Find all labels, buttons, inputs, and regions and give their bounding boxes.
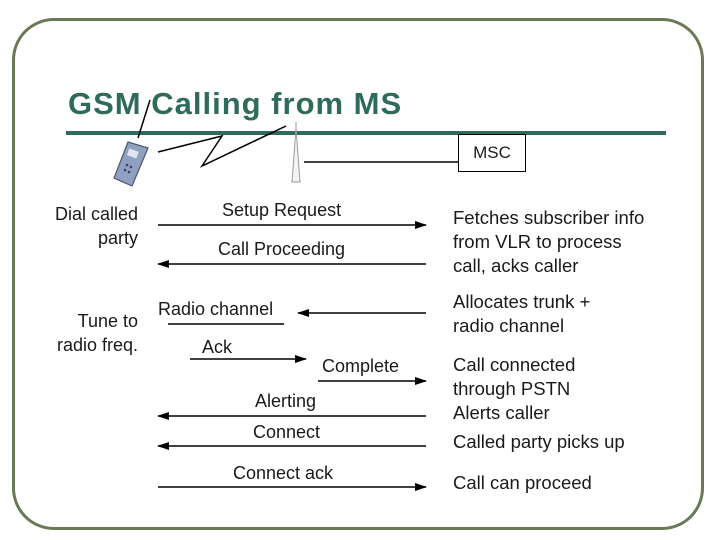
note-allocates-line-1: Allocates trunk + [453, 291, 591, 312]
msg-radio-channel: Radio channel [158, 299, 274, 319]
msg-connect-ack: Connect ack [233, 463, 334, 483]
msg-connect: Connect [253, 422, 321, 442]
tune-radio-freq-line-1: Tune to [77, 311, 138, 331]
slide-frame [12, 18, 704, 530]
note-call-can-proceed: Call can proceed [453, 472, 592, 493]
note-allocates-line-2: radio channel [453, 315, 565, 336]
note-connected-line-3: Alerts caller [453, 402, 550, 423]
msg-ack: Ack [202, 337, 233, 357]
page-title: GSM Calling from MS [68, 86, 403, 121]
antenna-tower-icon [291, 122, 301, 183]
note-connected-line-1: Call connected [453, 354, 576, 375]
tune-radio-freq-line-2: radio freq. [56, 335, 138, 355]
note-fetches-line-3: call, acks caller [453, 255, 579, 276]
note-call-connected: Call connected through PSTN Alerts calle… [453, 353, 625, 454]
msg-setup-request: Setup Request [222, 200, 342, 220]
dial-called-party-line-1: Dial called [54, 204, 138, 224]
msc-box: MSC [458, 134, 526, 172]
note-allocates-trunk: Allocates trunk + radio channel [453, 290, 590, 338]
note-fetches-line-1: Fetches subscriber info [453, 207, 645, 228]
title-underline [66, 131, 666, 135]
msg-call-proceeding: Call Proceeding [218, 239, 346, 259]
msg-alerting: Alerting [255, 391, 317, 411]
radio-link-zigzag [157, 125, 287, 168]
dial-called-party-line-2: party [97, 228, 138, 248]
note-fetches-subscriber-info: Fetches subscriber info from VLR to proc… [453, 206, 644, 278]
tune-radio-freq-label: Tune to radio freq. [57, 309, 138, 357]
mobile-phone-icon [113, 99, 151, 187]
note-connected-line-4: Called party picks up [453, 431, 625, 452]
dial-called-party-label: Dial called party [55, 202, 138, 250]
msg-complete: Complete [322, 356, 400, 376]
note-connected-line-2: through PSTN [453, 378, 571, 399]
note-fetches-line-2: from VLR to process [453, 231, 622, 252]
